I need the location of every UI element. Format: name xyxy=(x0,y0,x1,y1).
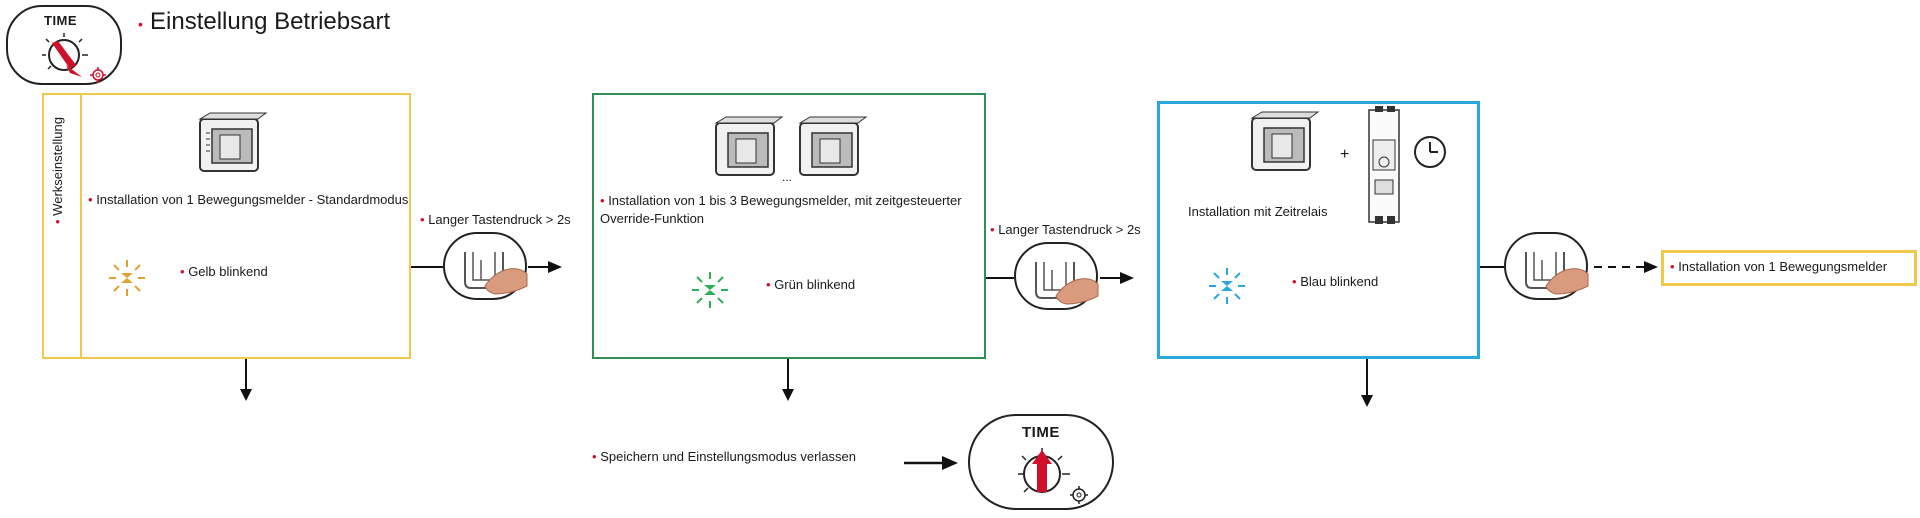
stage-side-label: • Werkseinstellung xyxy=(50,117,65,224)
final-state-box xyxy=(1661,250,1917,286)
save-label: • Speichern und Einstellungsmodus verlas… xyxy=(592,449,857,464)
led-label: • Gelb blinkend xyxy=(180,264,268,279)
press-button-icon xyxy=(464,252,528,295)
gear-icon xyxy=(90,67,106,83)
press-button-icon xyxy=(1525,252,1589,295)
arrow-icon xyxy=(528,261,562,273)
led-label: • Blau blinkend xyxy=(1292,274,1379,289)
time-knob-icon xyxy=(1018,448,1070,493)
led-label: • Grün blinkend xyxy=(766,277,856,292)
clock-icon xyxy=(1414,136,1446,168)
arrow-icon xyxy=(904,456,958,470)
plus-sign: + xyxy=(1340,146,1350,163)
time-knob-icon xyxy=(42,33,88,77)
stage-description: Installation mit Zeitrelais xyxy=(1188,204,1328,219)
time-relay-icon xyxy=(1368,106,1400,224)
led-blink-icon xyxy=(692,272,728,308)
page-title: Einstellung Betriebsart xyxy=(150,8,391,35)
arrow-icon xyxy=(1361,359,1373,407)
press-button xyxy=(1504,232,1589,300)
connector-line xyxy=(986,277,1014,279)
stage-description: • Installation von 1 bis 3 Bewegungsmeld… xyxy=(600,193,962,226)
press-button xyxy=(1014,242,1099,310)
press-button-icon xyxy=(1035,262,1099,305)
stage-description: • Installation von 1 Bewegungsmelder - S… xyxy=(88,192,409,207)
motion-detector-icon xyxy=(1250,111,1320,171)
connector-line xyxy=(411,266,443,268)
led-blink-icon xyxy=(109,260,145,296)
stage-side-divider xyxy=(80,93,82,359)
arrow-icon xyxy=(240,359,252,401)
transition-label: • Langer Tastendruck > 2s xyxy=(990,222,1141,237)
header-time-knob: TIME xyxy=(6,5,122,85)
transition-label: • Langer Tastendruck > 2s xyxy=(420,212,571,227)
stage-time-relay-box xyxy=(1157,101,1480,359)
dashed-arrow-icon xyxy=(1594,261,1658,273)
time-label: TIME xyxy=(44,13,78,28)
time-label: TIME xyxy=(1022,424,1060,441)
press-button xyxy=(443,232,528,300)
ellipsis: ... xyxy=(782,170,793,184)
bullet: • xyxy=(138,16,143,32)
gear-icon xyxy=(1070,486,1088,504)
final-state-label: • Installation von 1 Bewegungsmelder xyxy=(1670,259,1888,274)
arrow-icon xyxy=(1100,272,1134,284)
connector-line xyxy=(1480,266,1504,268)
motion-detector-icon xyxy=(714,116,784,176)
stage-multi-detector-box xyxy=(592,93,986,359)
motion-detector-icon xyxy=(198,112,268,172)
motion-detector-icon xyxy=(798,116,868,176)
stage-factory-box xyxy=(42,93,411,359)
led-blink-icon xyxy=(1209,268,1245,304)
save-time-knob: TIME xyxy=(968,414,1114,510)
arrow-icon xyxy=(782,359,794,401)
